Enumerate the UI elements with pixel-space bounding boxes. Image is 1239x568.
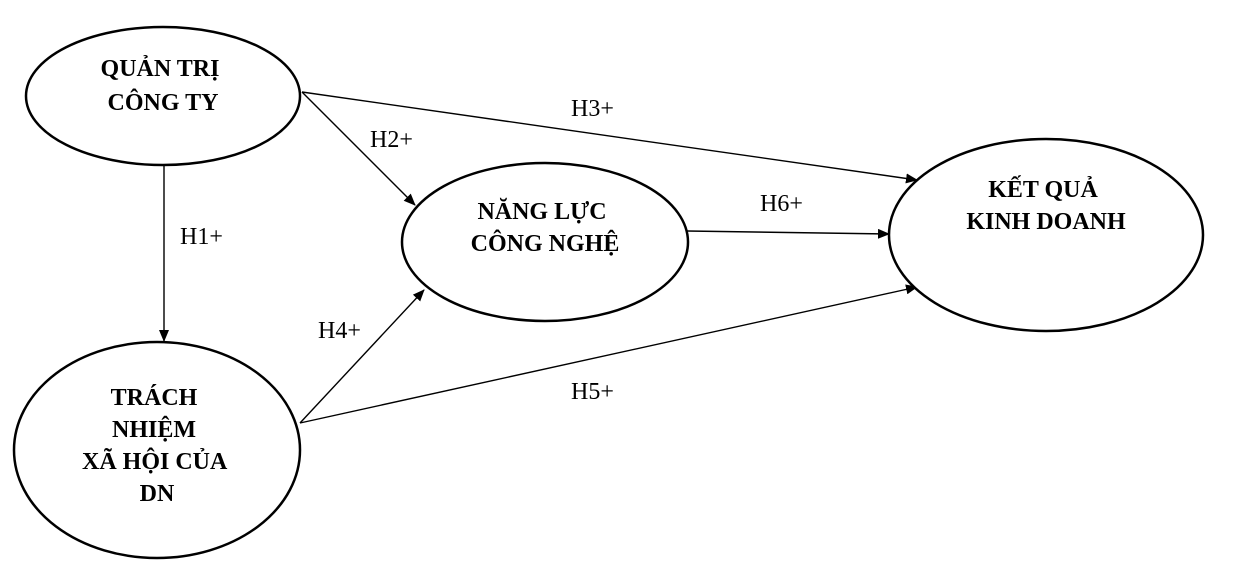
node-label-line: TRÁCH [111,385,198,411]
arrow-h3 [301,91,918,184]
edge-label-h1: H1+ [180,224,223,250]
edge-labels: H1+ H2+ H3+ H4+ H5+ H6+ [180,96,803,405]
edges [159,91,918,424]
node-label-line: DN [140,481,175,507]
node-label-line: CÔNG TY [108,89,219,116]
node-label-line: KINH DOANH [966,209,1126,235]
arrow-h5 [299,284,918,424]
node-corporate-governance: QUẢN TRỊ CÔNG TY [24,25,302,167]
node-label-line: CÔNG NGHỆ [471,230,620,257]
node-corporate-governance-ellipse [24,25,302,167]
arrow-h6 [686,228,890,239]
node-corporate-governance-label: QUẢN TRỊ CÔNG TY [101,56,226,116]
node-business-performance-label: KẾT QUẢ KINH DOANH [966,176,1126,235]
node-csr: TRÁCH NHIỆM XÃ HỘI CỦA DN [12,340,302,560]
node-label-line: XÃ HỘI CỦA [82,449,228,475]
node-csr-label: TRÁCH NHIỆM XÃ HỘI CỦA DN [82,385,232,507]
node-business-performance-ellipse [887,137,1205,333]
node-label-line: NHIỆM [112,417,196,443]
edge-label-h5: H5+ [571,379,614,405]
node-tech-capability-label: NĂNG LỰC CÔNG NGHỆ [471,198,620,257]
node-label-line: KẾT QUẢ [988,176,1098,203]
node-csr-ellipse [12,340,302,560]
node-business-performance: KẾT QUẢ KINH DOANH [887,137,1205,333]
edge-label-h2: H2+ [370,127,413,153]
edge-label-h4: H4+ [318,318,361,344]
node-label-line: NĂNG LỰC [477,198,606,225]
edge-label-h6: H6+ [760,191,803,217]
node-label-line: QUẢN TRỊ [101,56,220,82]
arrow-h4 [299,289,425,424]
arrow-h2 [301,91,416,206]
node-tech-capability-ellipse [400,161,690,323]
node-tech-capability: NĂNG LỰC CÔNG NGHỆ [400,161,690,323]
edge-label-h3: H3+ [571,96,614,122]
